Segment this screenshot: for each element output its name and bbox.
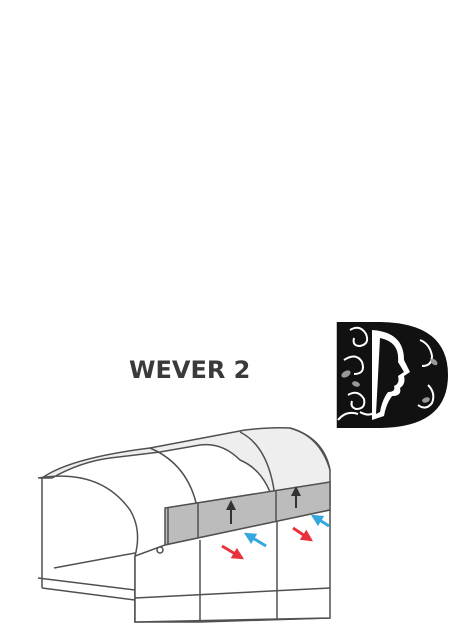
greenhouse-tunnel — [37, 427, 331, 623]
side-wall — [134, 509, 331, 623]
monogram-d-logo — [335, 322, 448, 428]
red-diagonal-arrow-icon — [292, 526, 313, 542]
arch-rib-1 — [149, 447, 199, 513]
blue-diagonal-arrow-icon — [310, 514, 330, 528]
red-diagonal-arrow-icon — [221, 544, 245, 560]
blue-diagonal-arrow-icon — [243, 532, 267, 548]
front-arch — [37, 475, 139, 622]
diagram-title: WEVER 2 — [129, 356, 250, 384]
